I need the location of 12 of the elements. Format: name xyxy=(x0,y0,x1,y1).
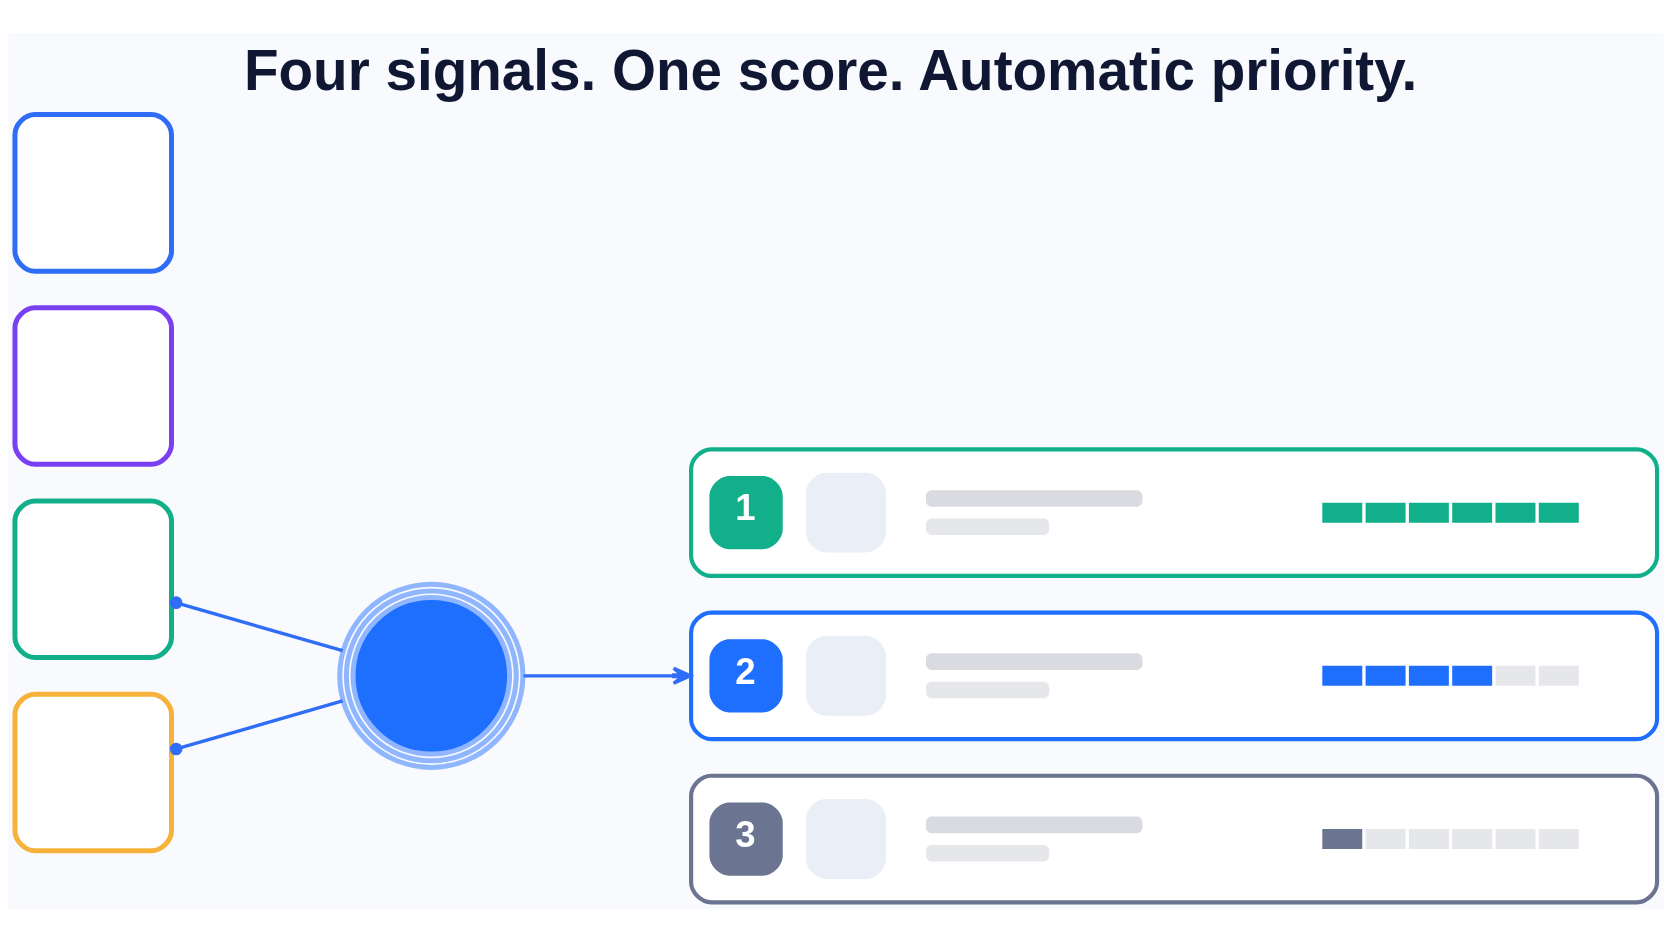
node-box: 3 xyxy=(689,773,1660,904)
node-box xyxy=(12,304,174,467)
node-circle xyxy=(337,581,526,770)
connector xyxy=(169,698,344,755)
node-box xyxy=(12,691,174,853)
connector xyxy=(169,595,344,652)
arrow xyxy=(523,666,693,685)
node-box xyxy=(12,111,174,274)
node-box: 1 xyxy=(689,446,1660,578)
node-box xyxy=(12,498,174,660)
diagram-title: Four signals. One score. Automatic priority. xyxy=(243,38,1418,102)
node-box: 2 xyxy=(689,609,1660,741)
